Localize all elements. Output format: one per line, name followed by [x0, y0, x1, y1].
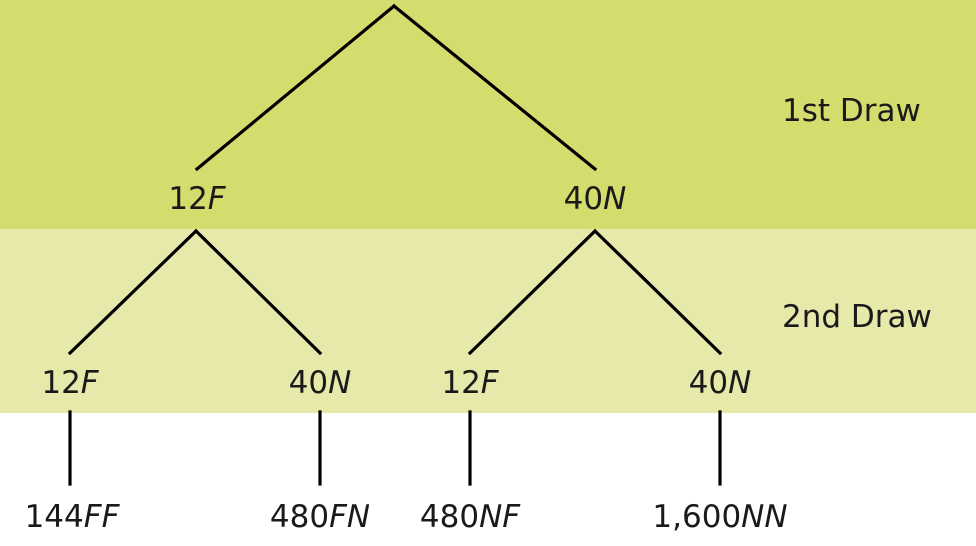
- edge-40N-to-40N: [592, 228, 723, 356]
- node-count: 12: [41, 365, 81, 401]
- node-symbol: F: [80, 365, 99, 401]
- edge-12F-to-40N: [193, 228, 323, 356]
- node-second-40N-a: 40N: [289, 368, 352, 399]
- node-count: 12: [168, 181, 208, 217]
- outcome-count: 480: [269, 499, 330, 535]
- node-count: 40: [688, 365, 729, 401]
- outcome-symbol: NF: [479, 499, 521, 535]
- outcome-symbol: FF: [83, 499, 120, 535]
- node-second-12F-b: 12F: [441, 368, 498, 399]
- edge-root-to-12F: [194, 3, 397, 172]
- second-draw-band: [0, 229, 976, 413]
- node-count: 12: [441, 365, 481, 401]
- edge-12F-to-12F: [67, 228, 199, 356]
- node-count: 40: [563, 181, 604, 217]
- node-count: 40: [288, 365, 329, 401]
- outcome-count: 1,600: [652, 499, 742, 535]
- node-symbol: N: [603, 181, 627, 217]
- node-symbol: F: [207, 181, 226, 217]
- edge-root-to-40N: [391, 3, 598, 172]
- outcome-480FN: 480FN: [270, 502, 370, 533]
- node-symbol: N: [328, 365, 352, 401]
- outcome-count: 144: [24, 499, 84, 535]
- node-first-40N: 40N: [564, 184, 627, 215]
- node-symbol: F: [480, 365, 499, 401]
- row-label-first-draw: 1st Draw: [782, 93, 921, 129]
- node-second-40N-b: 40N: [689, 368, 752, 399]
- node-first-12F: 12F: [168, 184, 225, 215]
- outcome-480NF: 480NF: [420, 502, 520, 533]
- row-label-second-draw: 2nd Draw: [782, 299, 932, 335]
- outcome-144FF: 144FF: [25, 502, 120, 533]
- edge-40N-to-12F: [467, 228, 598, 356]
- outcome-1600NN: 1,600NN: [652, 502, 787, 533]
- outcome-symbol: NN: [741, 499, 788, 535]
- node-symbol: N: [728, 365, 752, 401]
- outcome-symbol: FN: [329, 499, 371, 535]
- first-draw-band: [0, 0, 976, 229]
- outcome-count: 480: [419, 499, 480, 535]
- node-second-12F-a: 12F: [41, 368, 98, 399]
